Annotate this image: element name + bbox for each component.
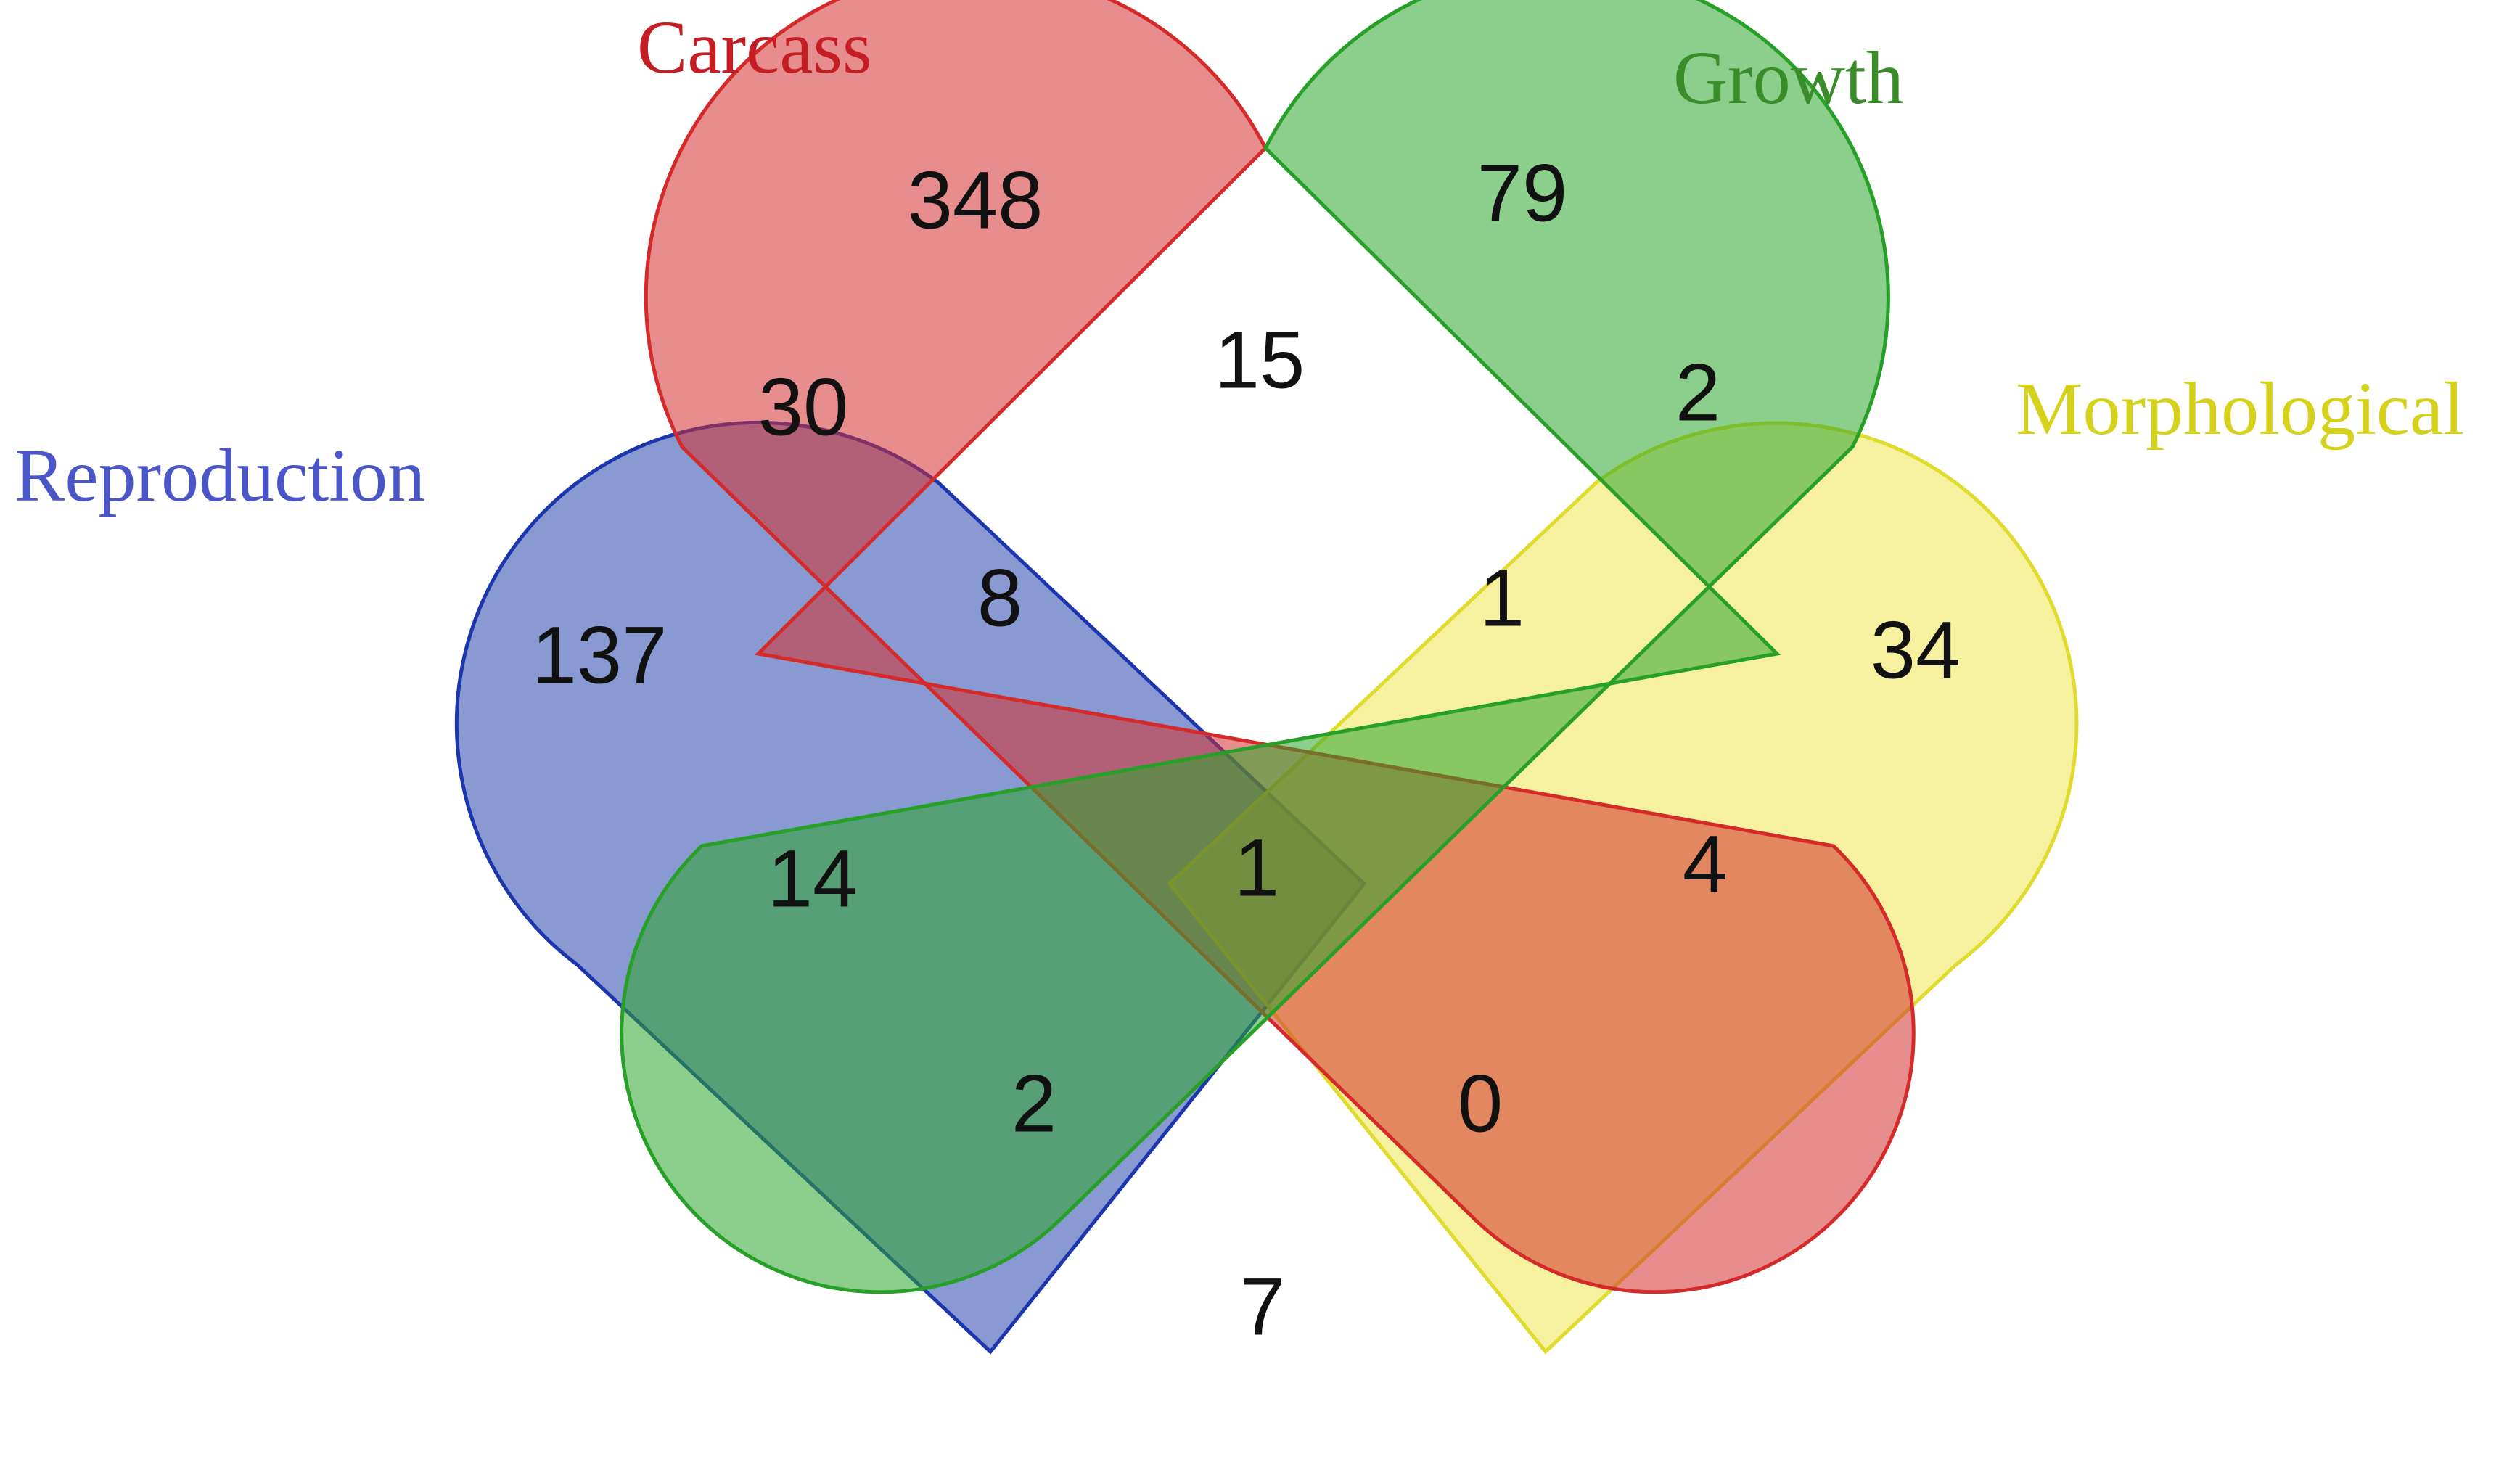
carcass-label: Carcass <box>637 6 871 89</box>
reproduction-label: Reproduction <box>15 434 425 517</box>
count-morphological-only: 34 <box>1871 605 1961 696</box>
set-shapes <box>454 0 2079 1355</box>
count-reproduction-carcass-growth: 8 <box>977 553 1022 644</box>
growth-label: Growth <box>1673 36 1904 120</box>
carcass-set-shape <box>644 0 1916 1294</box>
count-reproduction-carcass: 30 <box>758 362 849 453</box>
count-all-four: 1 <box>1234 823 1279 913</box>
count-carcass-only: 348 <box>908 155 1043 246</box>
region-counts: 348 79 30 15 2 8 1 137 34 14 1 4 2 0 7 <box>532 148 1961 1352</box>
set-labels: Reproduction Carcass Growth Morphologica… <box>15 6 2464 517</box>
count-reproduction-carcass-morphological: 0 <box>1458 1059 1503 1149</box>
count-reproduction-growth-morphological: 2 <box>1011 1059 1056 1149</box>
count-reproduction-only: 137 <box>532 610 668 701</box>
count-reproduction-morphological: 7 <box>1240 1262 1285 1352</box>
count-carcass-growth: 15 <box>1215 315 1305 406</box>
count-carcass-morphological: 4 <box>1683 819 1728 910</box>
count-carcass-growth-morphological: 1 <box>1479 553 1524 644</box>
count-growth-only: 79 <box>1477 148 1568 239</box>
growth-set-shape <box>620 0 1890 1294</box>
count-reproduction-growth: 14 <box>768 834 858 924</box>
count-growth-morphological: 2 <box>1675 348 1720 438</box>
morphological-label: Morphological <box>2016 367 2464 451</box>
